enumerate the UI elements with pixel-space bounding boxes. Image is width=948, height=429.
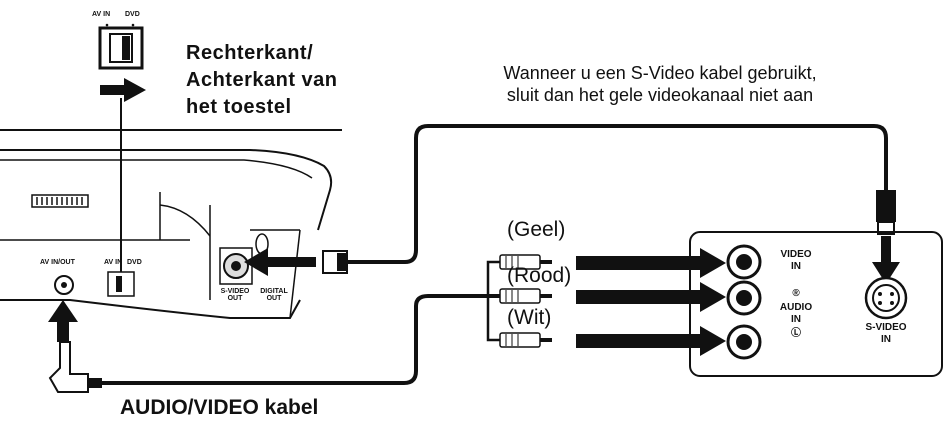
tv-input-panel	[689, 231, 943, 377]
svideo-note-line-1: Wanneer u een S-Video kabel gebruikt,	[503, 63, 817, 83]
plug-label-red: (Rood)	[507, 264, 572, 287]
side-label-line-3: het toestel	[186, 96, 292, 118]
panel-label-audio-in: AUDIO IN	[770, 302, 822, 326]
svideo-note-line-2: sluit dan het gele videokanaal niet aan	[506, 85, 814, 105]
side-label-line-1: Rechterkant/	[186, 42, 314, 64]
svideo-in-arrow	[872, 236, 900, 284]
switch-label-dvd: DVD	[125, 11, 140, 18]
svideo-out-arrow	[244, 248, 316, 276]
plug-label-yellow: (Geel)	[507, 218, 566, 241]
av-in-arrow	[48, 300, 78, 342]
plug-label-white: (Wit)	[507, 306, 552, 329]
cable-title: AUDIO/VIDEO kabel	[120, 396, 319, 419]
panel-label-svideo-in: S-VIDEO IN	[856, 322, 916, 346]
device-label-av-in-out: AV IN/OUT	[40, 259, 75, 266]
panel-label-audio-in-sub: IN	[791, 314, 801, 325]
panel-label-video-in-sub: IN	[791, 261, 801, 272]
video-in-arrow	[576, 248, 726, 278]
panel-label-svideo-in-sub: IN	[881, 334, 891, 345]
av-dvd-switch-detail	[98, 23, 144, 70]
panel-label-svideo: S-VIDEO	[865, 322, 907, 333]
audio-l-arrow	[576, 326, 726, 356]
device-label-svideo-out: S-VIDEO OUT	[220, 288, 250, 302]
audio-r-arrow	[576, 282, 726, 312]
panel-label-l: Ⓛ	[791, 328, 801, 339]
device-label-dvd: DVD	[127, 259, 142, 266]
svideo-cable	[322, 124, 896, 274]
av-cable	[48, 260, 500, 393]
device-label-digital-out: DIGITAL OUT	[260, 288, 288, 302]
switch-label-av-in: AV IN	[92, 11, 111, 18]
device-label-av-in: AV IN	[104, 259, 123, 266]
rca-plug-yellow	[499, 254, 552, 270]
panel-label-video: VIDEO	[780, 249, 812, 260]
panel-label-video-in: VIDEO IN	[770, 249, 822, 273]
panel-label-r: ®	[792, 288, 800, 299]
panel-label-audio: AUDIO	[779, 302, 813, 313]
dvd-player-device	[0, 129, 342, 319]
svideo-note: Wanneer u een S-Video kabel gebruikt, sl…	[430, 62, 890, 106]
switch-direction-arrow	[100, 78, 146, 102]
rca-plug-red	[499, 288, 552, 304]
side-label-line-2: Achterkant van	[186, 69, 338, 91]
rca-plug-white	[499, 332, 552, 348]
